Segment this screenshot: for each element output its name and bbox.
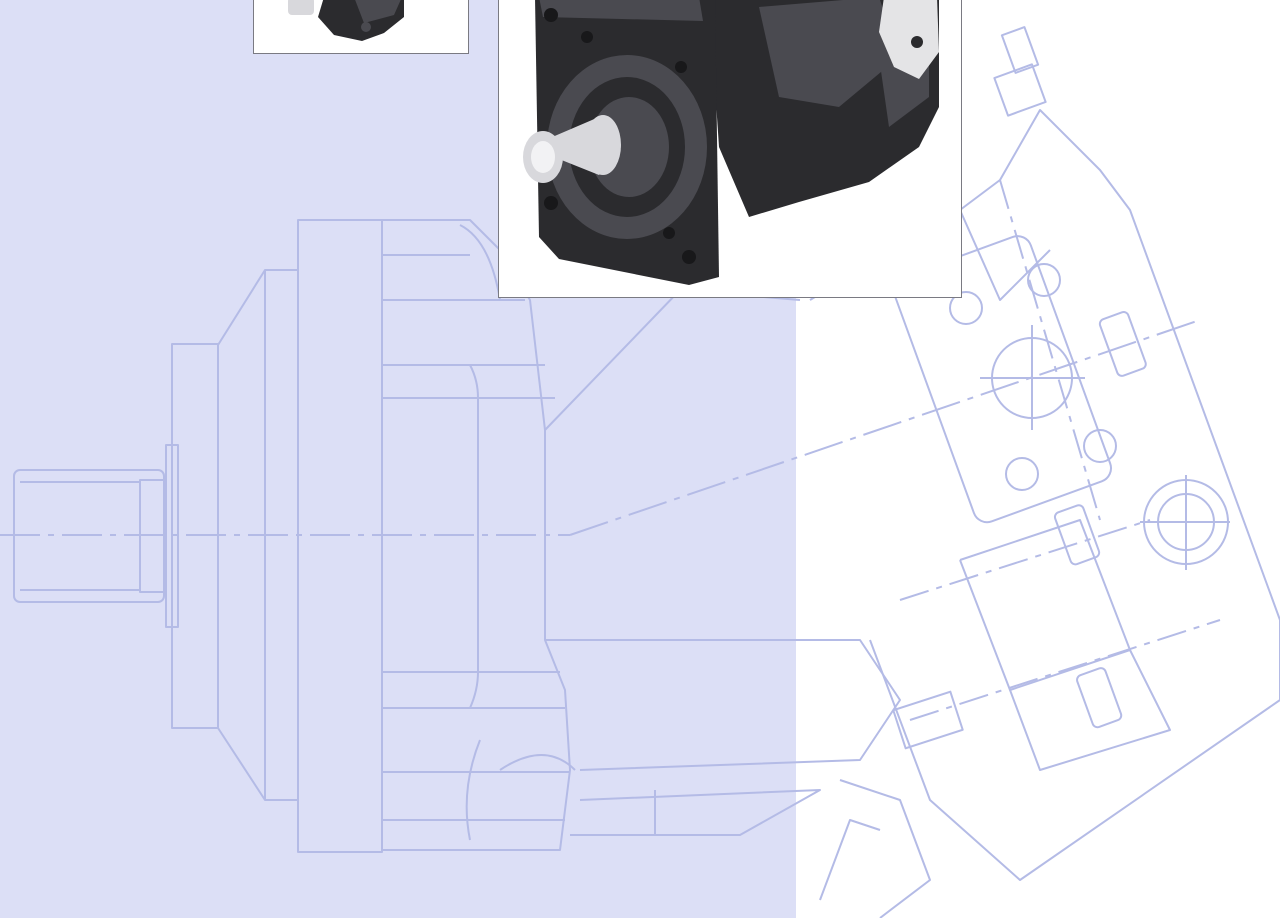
motor-small-body xyxy=(288,0,404,41)
motor-photo-large xyxy=(498,0,962,298)
motor-photo-small xyxy=(253,0,469,54)
blueprint-lines xyxy=(0,26,1280,918)
hydraulic-motor-photo-large-icon xyxy=(523,0,939,285)
motor-large-body xyxy=(523,0,939,285)
hydraulic-motor-photo-small-icon xyxy=(288,0,404,41)
